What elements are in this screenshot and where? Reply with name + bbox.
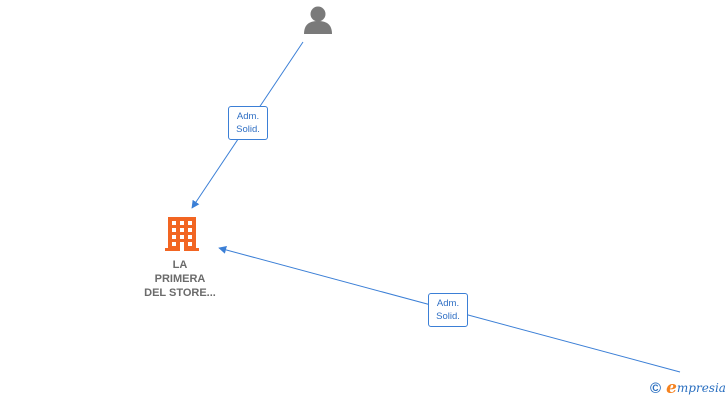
edge-label-line: Adm. [436,298,460,309]
brand-logo-initial: e [666,378,677,398]
building-icon[interactable] [165,217,199,251]
brand-logo-text: mpresia [676,381,726,395]
edge-label-bottomright-company: Adm. Solid. [428,293,468,327]
edge-label-line: Solid. [436,311,460,322]
person-icon[interactable] [304,6,332,35]
edge-label-line: Solid. [236,124,260,135]
company-label-line: LA [172,259,188,271]
brand-watermark: © e mpresia [650,378,726,398]
edge-label-person-company: Adm. Solid. [228,106,268,140]
company-node-label[interactable]: LA PRIMERA DEL STORE... [130,258,230,300]
copyright-symbol: © [650,379,662,397]
company-label-line: DEL STORE... [144,287,216,299]
edge-label-line: Adm. [236,111,260,122]
company-label-line: PRIMERA [154,273,206,285]
